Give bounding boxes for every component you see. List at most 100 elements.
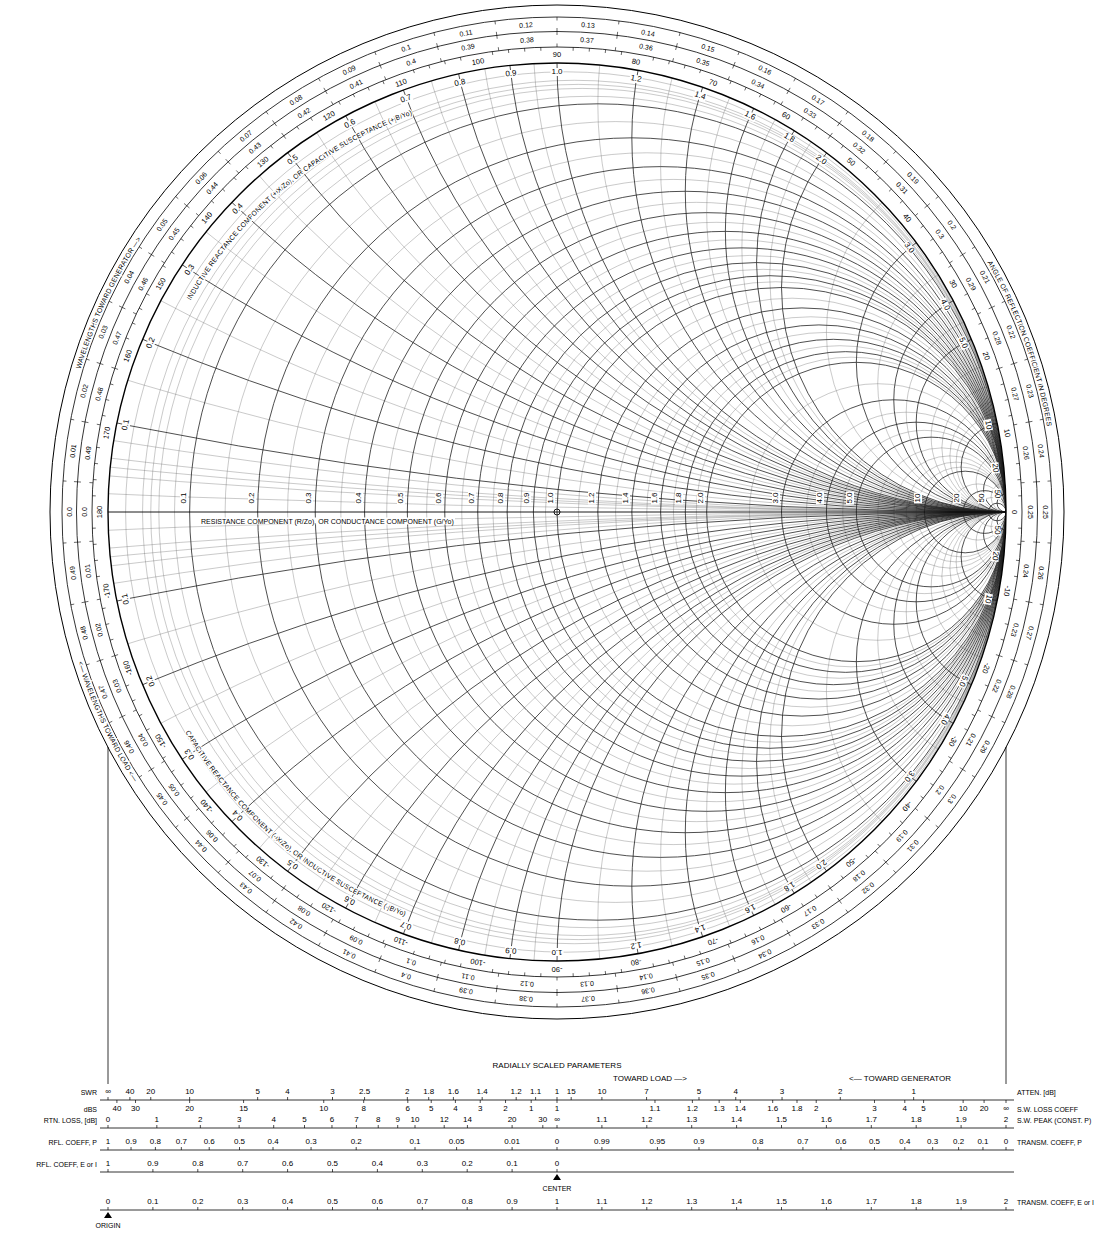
wavelength-value: 0.38	[518, 995, 534, 1003]
scale-tick	[964, 729, 967, 731]
wavelength-value: 0.18	[850, 869, 867, 884]
scale-tick	[913, 1097, 914, 1100]
reactance-arc	[632, 0, 1114, 512]
resistance-value: 0.7	[468, 491, 476, 504]
scale-value: 0.5	[326, 1198, 339, 1206]
scale-tick	[102, 415, 105, 417]
wavelength-value: 0.03	[97, 324, 109, 341]
scale-tick	[589, 48, 590, 51]
wavelength-value: 0.48	[79, 625, 90, 642]
wavelength-value: 0.15	[695, 956, 712, 967]
scale-value: 1	[554, 1088, 560, 1096]
scale-tick	[139, 775, 142, 777]
wavelength-value: 0.41	[341, 947, 358, 960]
scale-tick	[242, 1169, 243, 1172]
center-mark	[554, 509, 560, 515]
scale-tick	[385, 76, 386, 79]
reactance-arc	[365, 512, 1114, 1233]
scale-ring	[92, 47, 1022, 977]
wavelength-value: 0.39	[460, 42, 477, 52]
scale-tag: TRANSM. COEFF, E or I	[1016, 1199, 1095, 1206]
scale-tick	[176, 825, 179, 827]
scale-tick	[444, 960, 446, 963]
wavelength-value: 0.26	[1022, 445, 1031, 461]
scale-tick	[239, 1147, 240, 1150]
scale-tick	[984, 1100, 985, 1103]
wavelength-value: 0.1	[404, 957, 417, 967]
scale-value: 0.7	[416, 1198, 429, 1206]
reactance-arc	[725, 512, 1114, 1073]
reactance-arc	[0, 0, 1114, 512]
scale-tick	[97, 599, 100, 601]
scale-value: 0.7	[796, 1138, 809, 1146]
scale-tick	[828, 136, 830, 139]
wavelength-value: 0.31	[905, 838, 921, 854]
scale-tick	[915, 213, 918, 215]
scale-value: 1.4	[476, 1088, 489, 1096]
wavelength-value: 0.14	[640, 28, 657, 38]
scale-value: 1	[554, 1198, 560, 1206]
scale-tick	[492, 52, 493, 55]
wavelength-value: 0.24	[1022, 563, 1031, 579]
scale-title-text: ANGLE OF REFLECTION COEFFICIENT IN DEGRE…	[986, 259, 1053, 427]
scale-tick	[960, 768, 963, 770]
scale-value: 0.4	[266, 1138, 279, 1146]
reactance-value: 50	[992, 489, 1000, 500]
center-marker	[553, 1174, 561, 1180]
scale-value: 8	[360, 1105, 366, 1113]
scale-tick	[246, 166, 248, 169]
scale-tick	[380, 65, 381, 68]
reactance-arc	[478, 0, 1114, 512]
scale-value: 9	[394, 1116, 400, 1124]
wavelength-value: 0.42	[287, 917, 304, 931]
reactance-arc	[826, 153, 1114, 512]
wavelength-value: 0.39	[457, 986, 474, 996]
scale-tick	[467, 1125, 468, 1128]
reactance-arc	[782, 512, 1114, 961]
scale-tick	[738, 969, 739, 972]
angle-value: -70	[706, 936, 721, 947]
scale-tick	[378, 1125, 379, 1128]
scale-title: ANGLE OF REFLECTION COEFFICIENT IN DEGRE…	[986, 259, 1053, 427]
scale-tick	[963, 1100, 964, 1103]
scale-tick	[109, 721, 112, 722]
scale-tick	[781, 101, 783, 104]
scale-value: 0	[105, 1198, 111, 1206]
angle-value: 140	[199, 210, 214, 226]
scale-tick	[422, 1207, 423, 1210]
scale-tick	[1014, 362, 1017, 363]
angle-value: -20	[981, 661, 992, 676]
scale-tick	[323, 1100, 324, 1103]
scale-value: 2	[1003, 1116, 1009, 1124]
axis-title: RESISTANCE COMPONENT (R/Zo), OR CONDUCTA…	[200, 518, 455, 525]
scale-tick	[218, 151, 220, 154]
wavelength-value: 0.27	[1024, 625, 1035, 642]
scale-value: 1.4	[730, 1198, 743, 1206]
scale-tick	[788, 88, 790, 91]
scale-value: 10	[184, 1088, 195, 1096]
wavelength-value: 0.46	[123, 739, 137, 756]
scale-tick	[467, 1207, 468, 1210]
wavelength-value: 0.12	[518, 21, 534, 29]
scale-tick	[368, 87, 369, 90]
scale-title: WAVELENGTHS TOWARD GENERATOR —>	[75, 235, 142, 369]
reactance-arc	[8, 0, 1114, 512]
scale-tick	[874, 1100, 875, 1103]
scale-tick	[601, 1125, 602, 1128]
scale-tick	[772, 1100, 773, 1103]
scale-tick	[841, 876, 843, 879]
scale-tick	[889, 833, 892, 835]
scale-value: 4	[452, 1105, 458, 1113]
scale-tick	[492, 969, 493, 972]
scale-title: <— WAVELENGTHS TOWARD LOAD <—	[77, 660, 139, 782]
wavelength-value: 0.22	[1005, 324, 1017, 341]
wavelength-value: 0.26	[1037, 565, 1046, 581]
scale-value: 10	[596, 1088, 607, 1096]
scale-tick	[759, 927, 761, 930]
scale-tick	[996, 655, 999, 656]
scale-tick	[106, 623, 109, 625]
scale-tick	[496, 989, 497, 992]
scale-tick	[846, 112, 848, 115]
reactance-value: 0.9	[504, 945, 518, 954]
scale-value: 1.6	[820, 1198, 833, 1206]
